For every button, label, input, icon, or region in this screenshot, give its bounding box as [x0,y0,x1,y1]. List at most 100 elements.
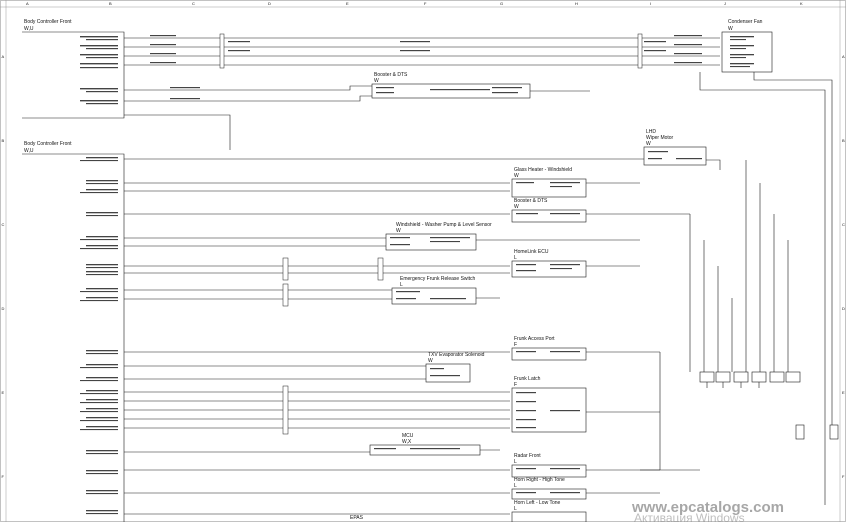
controller-title: Body Controller Front [24,141,72,147]
radar-front: Radar Front L [511,453,587,478]
mcu-box [369,444,481,456]
splice-pack [282,257,289,281]
horn-right-box [511,488,587,500]
washer-pump-level-sensor: Windshield - Washer Pump & Level Sensor … [385,222,492,251]
glass-heater-box [511,178,587,198]
component-title: Booster & DTS [374,72,408,78]
grid-row-label: A [2,54,5,59]
component-title: Horn Left - Low Tone [514,500,561,506]
splice-pack [377,257,384,281]
component-title: TXV Evaporator Solenoid [428,352,485,358]
controller-title: Body Controller Front [24,19,72,25]
component-sub: F [514,382,517,388]
splice-pack [282,283,289,307]
component-title: HomeLink ECU [514,249,549,255]
component-sub: W [514,204,519,210]
splice-pack [282,385,289,435]
component-sub: L [514,506,517,512]
wiper-motor-box [643,146,707,166]
grid-col-label: D [268,1,271,6]
component-title: Frunk Access Port [514,336,555,342]
component-sub2: W [646,141,651,147]
grid-col-label: F [424,1,427,6]
emergency-frunk-release: Emergency Frunk Release Switch L [391,276,477,305]
radar-box [511,464,587,478]
condenser-fan-box [721,31,773,73]
component-title: Windshield - Washer Pump & Level Sensor [396,222,492,228]
watermark-os: Активация Windows [634,511,745,522]
condenser-fan: Condenser Fan W [721,19,773,73]
grid-row-label: B [2,138,5,143]
component-sub: W [728,26,733,32]
component-title: LHD [646,129,656,135]
grid-col-label: C [192,1,195,6]
grid-col-label: I [650,1,651,6]
homelink-ecu: HomeLink ECU L [511,249,587,278]
grid-row-label: E [2,390,5,395]
watermark-site: www.epcatalogs.com [631,499,784,516]
component-title: EPAS [350,515,364,521]
body-controller-front-top: Body Controller Front W,U [22,19,125,119]
grid-col-label: G [500,1,503,6]
grid-col-label: K [800,1,803,6]
component-sub: L [514,459,517,465]
grid-row-label: C [842,222,845,227]
grid-row-label: E [842,390,845,395]
horn-right-high-tone: Horn Right - High Tone L [511,477,587,500]
grid-row-label: B [842,138,845,143]
component-title: MCU [402,433,414,439]
booster-dts-top-box [371,83,531,99]
component-title: Emergency Frunk Release Switch [400,276,476,282]
glass-heater-windshield: Glass Heater - Windshield W [511,167,587,198]
component-sub: L [514,483,517,489]
grid-col-label: H [575,1,578,6]
horn-left-box [511,511,587,522]
frunk-latch: Frunk Latch F [511,376,587,433]
lhd-wiper-motor: LHD Wiper Motor W [643,129,707,166]
booster-dts-box [511,209,587,223]
frunk-access-box [511,347,587,361]
homelink-box [511,260,587,278]
component-sub: W [428,358,433,364]
component-title: Radar Front [514,453,541,459]
grid-row-label: C [2,222,5,227]
controller-outline [22,153,125,522]
component-sub: W [374,78,379,84]
epas: EPAS [350,515,364,521]
component-title: Booster & DTS [514,198,548,204]
component-sub: W,X [402,439,412,445]
component-sub: W [514,173,519,179]
grid-row-label: F [842,474,845,479]
grid-col-label: J [724,1,726,6]
grid-row-labels: A B C D E F A B C D E F [2,54,846,479]
controller-outline [22,31,125,119]
component-sub: Wiper Motor [646,135,674,141]
booster-dts: Booster & DTS W [511,198,587,223]
body-controller-front-main: Body Controller Front W,U [22,141,125,522]
grid-row-label: D [2,306,5,311]
component-title: Frunk Latch [514,376,541,382]
grid-column-labels: A B C D E F G H I J K [26,1,803,6]
wire-labels-top [150,35,702,100]
component-sub: L [514,255,517,261]
component-title: Glass Heater - Windshield [514,167,572,173]
component-sub: W [396,228,401,234]
grid-row-label: F [2,474,5,479]
controller-sub: W,U [24,26,34,32]
mcu: MCU W,X [369,433,481,456]
grid-row-label: A [842,54,845,59]
txv-box [425,363,471,383]
frunk-access-port: Frunk Access Port F [511,336,587,361]
grid-row-label: D [842,306,845,311]
component-title: Horn Right - High Tone [514,477,565,483]
splice-column-top-left [219,33,643,69]
booster-dts-top: Booster & DTS W [371,72,531,99]
ground-cluster [640,160,839,471]
controller-sub: W,U [24,148,34,154]
grid-col-label: A [26,1,29,6]
component-title: Condenser Fan [728,19,763,25]
grid-col-label: E [346,1,349,6]
component-sub: F [514,342,517,348]
